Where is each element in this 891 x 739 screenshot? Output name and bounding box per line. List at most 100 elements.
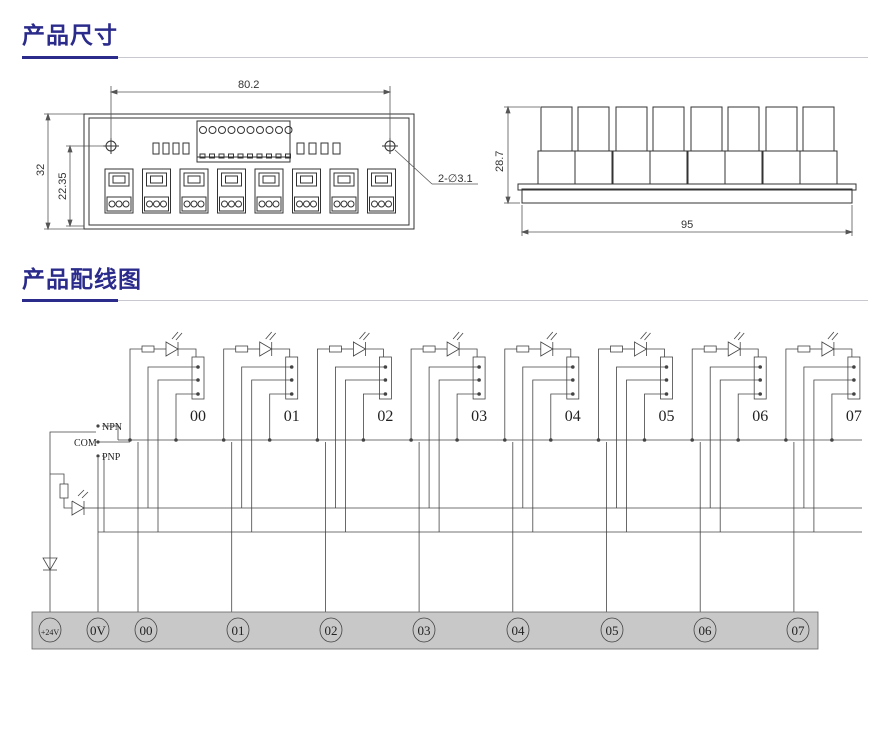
channel-00: 00	[128, 331, 206, 612]
front-terminal-block	[179, 168, 209, 214]
channel-connector	[753, 356, 767, 400]
channel-connector	[566, 356, 580, 400]
wiring-title-accent	[22, 299, 118, 302]
terminal-label: 02	[325, 623, 338, 638]
wire-power-led-2	[63, 498, 72, 509]
terminal-02: 02	[319, 617, 343, 643]
channel-01: 01	[221, 331, 300, 612]
terminal-06: 06	[693, 617, 717, 643]
channel-led-icon	[259, 341, 273, 357]
channel-label: 06	[752, 408, 768, 425]
top-pin	[208, 126, 217, 134]
led-window-left	[162, 142, 170, 155]
channel-04: 04	[502, 331, 581, 612]
side-base	[521, 188, 853, 204]
channel-label: 01	[284, 408, 300, 425]
dim-height-left: 32	[35, 164, 47, 176]
channel-connector	[847, 356, 861, 400]
wiring-title: 产品配线图	[22, 267, 142, 293]
front-dimensions	[44, 86, 478, 231]
wire-24v	[49, 431, 96, 612]
terminal-label: 06	[699, 623, 713, 638]
dim-width-top: 80.2	[238, 79, 259, 91]
top-pin-tab	[228, 153, 234, 159]
side-column	[799, 106, 838, 185]
side-column	[724, 106, 763, 185]
mounting-hole-right	[382, 138, 398, 154]
channel-led-icon	[540, 341, 554, 357]
side-column	[687, 106, 726, 185]
channel-02: 02	[315, 331, 393, 612]
wiring-title-rule	[22, 300, 868, 301]
top-pin	[284, 126, 293, 134]
top-pin	[265, 126, 274, 134]
top-pin-tab	[275, 153, 282, 159]
dimensions-title-rule	[22, 57, 868, 58]
terminal-00: 00	[134, 617, 158, 643]
top-pin	[237, 126, 245, 134]
channel-connector	[285, 356, 299, 400]
pnp-node	[96, 454, 100, 458]
side-column	[649, 106, 688, 185]
channel-led-icon	[634, 341, 648, 357]
top-pin-tab	[266, 153, 272, 159]
terminal-label: 01	[232, 623, 245, 638]
led-window-right	[308, 142, 317, 155]
side-column	[537, 106, 576, 185]
top-connector-pins	[199, 126, 293, 159]
channel-led-icon	[165, 341, 179, 357]
power-resistor	[59, 483, 69, 499]
dimensions-title: 产品尺寸	[22, 23, 118, 49]
terminal-label: 04	[512, 623, 526, 638]
terminal-label: 00	[140, 623, 153, 638]
top-pin	[246, 126, 255, 134]
side-column	[762, 106, 801, 185]
terminal-03: 03	[412, 617, 436, 643]
top-pin-tab	[247, 153, 253, 159]
diode-icon	[42, 557, 58, 571]
terminal-label: 05	[606, 623, 619, 638]
dim-height-inner: 22.35	[57, 172, 69, 200]
label-pnp: PNP	[102, 452, 121, 463]
channel-led-icon	[727, 341, 741, 357]
front-outline	[83, 113, 415, 230]
top-pin	[256, 126, 264, 134]
terminal-label: +24V	[41, 628, 60, 637]
front-terminal-block	[292, 168, 321, 214]
channel-led-icon	[446, 341, 460, 357]
top-pin-tab	[256, 153, 263, 159]
terminal-+24V: +24V	[38, 617, 62, 643]
channel-label: 02	[377, 408, 393, 425]
front-terminal-block	[142, 168, 171, 214]
power-led-icon	[71, 500, 85, 516]
top-pin	[218, 126, 226, 134]
terminal-label: 0V	[90, 623, 107, 638]
wire-power-led	[50, 473, 65, 484]
top-pin	[199, 126, 207, 134]
npn-node	[96, 424, 100, 428]
led-window-left	[152, 142, 160, 155]
channel-03: 03	[409, 331, 487, 612]
top-pin-tab	[237, 153, 244, 159]
terminal-07: 07	[786, 617, 810, 643]
terminal-04: 04	[506, 617, 530, 643]
channel-label: 00	[190, 408, 206, 425]
channel-label: 07	[846, 408, 862, 425]
dimensions-title-accent	[22, 56, 118, 59]
channel-connector	[472, 356, 486, 400]
led-window-left	[172, 142, 180, 155]
top-pin	[275, 126, 283, 134]
terminal-0V: 0V	[86, 617, 110, 643]
dim-side-width: 95	[681, 219, 693, 231]
front-terminal-block	[329, 168, 359, 214]
front-terminal-block	[104, 168, 134, 214]
top-pin-tab	[218, 153, 225, 159]
led-window-right	[320, 142, 329, 155]
dim-side-height: 28.7	[494, 151, 506, 172]
terminal-01: 01	[226, 617, 250, 643]
top-pin-tab	[199, 153, 206, 159]
front-terminal-block	[217, 168, 246, 214]
label-npn: NPN	[102, 422, 122, 433]
